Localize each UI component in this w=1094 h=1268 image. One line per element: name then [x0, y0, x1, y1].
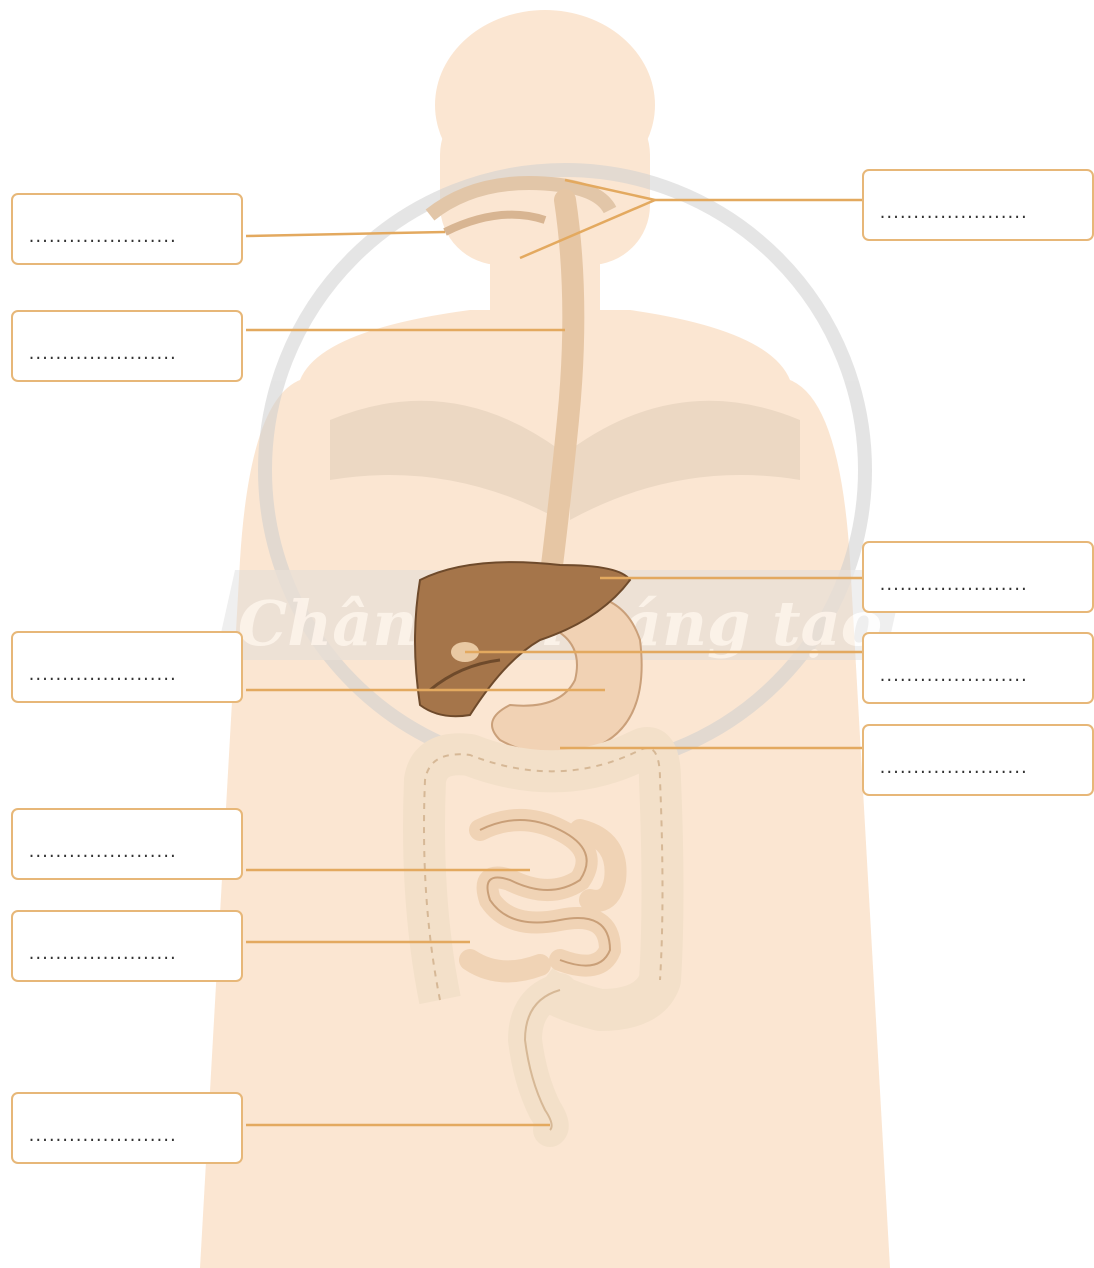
- label-placeholder: ......................: [878, 667, 1082, 685]
- label-box-liver[interactable]: ......................: [862, 541, 1094, 613]
- label-placeholder: ......................: [27, 843, 231, 861]
- label-box-pancreas[interactable]: ......................: [862, 724, 1094, 796]
- label-placeholder: ......................: [27, 945, 231, 963]
- label-box-mouth[interactable]: ......................: [11, 193, 243, 265]
- label-placeholder: ......................: [27, 345, 231, 363]
- label-box-esophagus[interactable]: ......................: [11, 310, 243, 382]
- label-box-salivary-pharynx[interactable]: ......................: [862, 169, 1094, 241]
- label-box-stomach[interactable]: ......................: [11, 631, 243, 703]
- label-placeholder: ......................: [27, 1127, 231, 1145]
- label-box-gallbladder[interactable]: ......................: [862, 632, 1094, 704]
- label-box-large-intestine[interactable]: ......................: [11, 910, 243, 982]
- label-placeholder: ......................: [27, 228, 231, 246]
- label-placeholder: ......................: [27, 666, 231, 684]
- label-placeholder: ......................: [878, 204, 1082, 222]
- label-placeholder: ......................: [878, 759, 1082, 777]
- label-box-anus[interactable]: ......................: [11, 1092, 243, 1164]
- label-placeholder: ......................: [878, 576, 1082, 594]
- label-box-small-intestine[interactable]: ......................: [11, 808, 243, 880]
- leader-line-mouth: [246, 232, 445, 236]
